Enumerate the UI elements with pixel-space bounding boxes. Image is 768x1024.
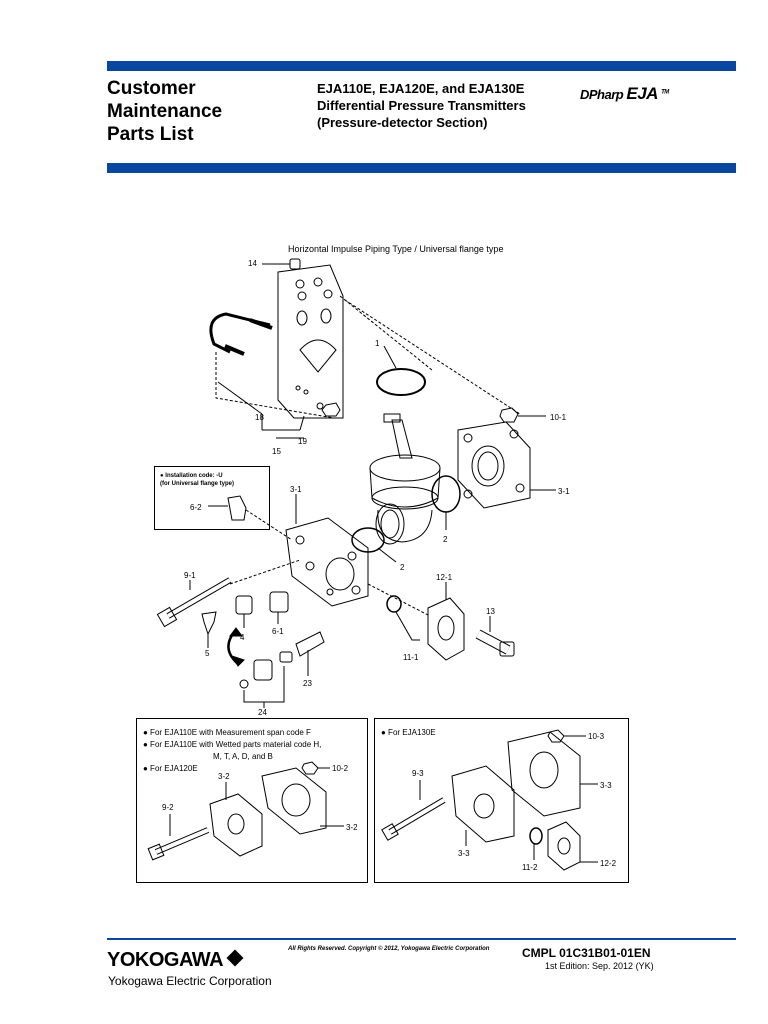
nut-10-2-icon	[301, 761, 319, 775]
label-3-1-right: 3-1	[558, 487, 570, 496]
label-10-1: 10-1	[550, 413, 567, 422]
corporation-name: Yokogawa Electric Corporation	[108, 974, 272, 988]
label-3-3-right: 3-3	[600, 781, 612, 790]
page-title: Customer Maintenance Parts List	[107, 78, 223, 145]
brand-prefix: DPharp	[580, 87, 624, 102]
o-ring-1-icon	[376, 368, 426, 396]
brand-main: EJA	[626, 84, 658, 103]
label-2-right: 2	[443, 535, 448, 544]
drain-plug-6-1-icon	[269, 591, 289, 613]
bolt-9-1-icon	[156, 577, 232, 628]
label-11-2: 11-2	[522, 863, 538, 872]
o-ring-11-1-icon	[386, 595, 402, 613]
cover-flange-left-icon	[285, 517, 369, 607]
eja130e-variant-box: ● For EJA130E	[374, 718, 629, 883]
subtitle-line-section: (Pressure-detector Section)	[317, 115, 488, 130]
label-1: 1	[375, 339, 380, 348]
gasket-2-mid-icon	[351, 527, 385, 553]
document-number: CMPL 01C31B01-01EN	[522, 946, 651, 960]
label-18: 18	[255, 413, 264, 422]
left-box-notes: ● For EJA110E with Measurement span code…	[143, 727, 321, 775]
label-14: 14	[248, 259, 257, 268]
note-eja130e: ● For EJA130E	[381, 728, 436, 737]
bolt-13-icon	[475, 629, 515, 657]
note-wetted-parts: ● For EJA110E with Wetted parts material…	[143, 740, 322, 749]
label-10-2: 10-2	[332, 764, 349, 773]
label-12-1: 12-1	[436, 573, 453, 582]
installation-note-line-1: ● Installation code: -U	[160, 473, 223, 479]
vent-plug-4-icon	[235, 595, 253, 615]
installation-note-line-2: (for Universal flange type)	[160, 481, 235, 487]
subtitle-line-models: EJA110E, EJA120E, and EJA130E	[317, 81, 525, 96]
label-13: 13	[486, 607, 495, 616]
label-15: 15	[272, 447, 281, 456]
label-11-1: 11-1	[403, 653, 419, 662]
document-subtitle: EJA110E, EJA120E, and EJA130E Differenti…	[317, 80, 526, 131]
label-9-2: 9-2	[162, 803, 174, 812]
label-23: 23	[303, 679, 312, 688]
vent-screw-5-icon	[201, 611, 217, 636]
note-span-code-f: ● For EJA110E with Measurement span code…	[143, 728, 311, 737]
bolt-9-3-icon	[381, 797, 446, 841]
label-6-2: 6-2	[190, 503, 202, 512]
installation-note: ● Installation code: -U (for Universal f…	[160, 472, 234, 488]
subtitle-line-product: Differential Pressure Transmitters	[317, 98, 526, 113]
label-3-1-left: 3-1	[290, 485, 302, 494]
fitting-23-icon	[295, 631, 325, 657]
label-5: 5	[205, 649, 210, 658]
label-10-3: 10-3	[588, 732, 605, 741]
nut-19-icon	[321, 402, 341, 417]
cover-flange-3-2-icon	[209, 793, 263, 857]
nut-10-3-icon	[547, 729, 565, 743]
mounting-bracket-icon	[277, 264, 344, 419]
header-top-bar	[107, 61, 736, 71]
note-wetted-parts-cont: M, T, A, D, and B	[213, 752, 273, 761]
dpharp-eja-logo: DPharp EJA TM	[580, 84, 669, 104]
yokogawa-logo: YOKOGAWA	[107, 949, 244, 972]
diamond-icon	[226, 949, 244, 967]
label-2-mid: 2	[400, 563, 405, 572]
nut-10-1-icon	[499, 407, 519, 423]
drain-plug-6-2-icon	[227, 495, 247, 521]
o-ring-11-2-icon	[529, 827, 543, 845]
label-3-3-bottom: 3-3	[458, 849, 470, 858]
brand-tm: TM	[661, 89, 669, 96]
eja110e-eja120e-variant-box: ● For EJA110E with Measurement span code…	[136, 718, 368, 883]
bolt-14-icon	[289, 258, 301, 270]
pressure-capsule-icon	[369, 413, 441, 545]
footer-rule	[107, 938, 736, 940]
drawing-caption: Horizontal Impulse Piping Type / Univers…	[288, 244, 504, 254]
cover-flange-3-2-right-icon	[261, 767, 327, 835]
header-bottom-bar	[107, 163, 736, 173]
cover-flange-right-icon	[457, 421, 531, 509]
label-24: 24	[258, 708, 267, 717]
label-19: 19	[298, 437, 307, 446]
label-12-2: 12-2	[600, 859, 617, 868]
u-bolt-icon	[209, 312, 271, 354]
right-box-notes: ● For EJA130E	[381, 727, 436, 739]
note-eja120e: ● For EJA120E	[143, 764, 198, 773]
oval-flange-12-1-icon	[427, 597, 465, 661]
label-9-1: 9-1	[184, 571, 196, 580]
plug-24-icon	[253, 659, 273, 681]
bolt-9-2-icon	[147, 827, 210, 861]
cover-flange-3-3-bottom-icon	[451, 765, 515, 843]
label-3-2-top: 3-2	[218, 772, 230, 781]
label-4: 4	[240, 633, 245, 642]
copyright-notice: All Rights Reserved. Copyright © 2012, Y…	[288, 946, 490, 952]
installation-code-box: ● Installation code: -U (for Universal f…	[154, 466, 270, 530]
edition-info: 1st Edition: Sep. 2012 (YK)	[545, 961, 654, 971]
logo-text: YOKOGAWA	[107, 949, 224, 971]
label-3-2-right: 3-2	[346, 823, 358, 832]
label-9-3: 9-3	[412, 769, 424, 778]
label-6-1: 6-1	[272, 627, 284, 636]
